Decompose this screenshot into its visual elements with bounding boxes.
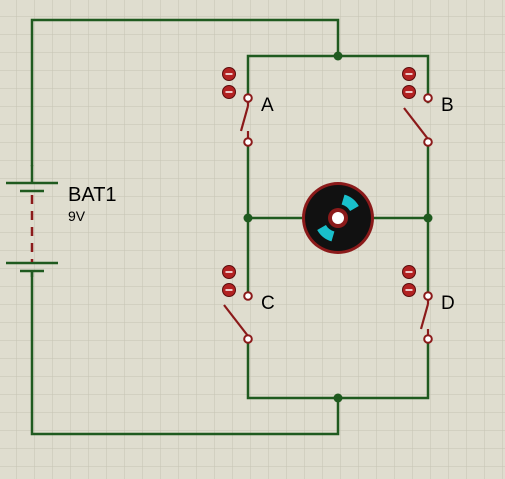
junctions [243,51,433,403]
switch-d-pin-top [423,291,433,301]
switch-c[interactable] [222,265,253,344]
switch-d-contact [419,303,430,330]
switch-a-pin-bottom [243,137,253,147]
switch-c-pin-bottom [243,334,253,344]
switch-c-label: C [261,293,275,314]
junction-bottom [333,393,343,403]
switch-d-pin-bottom [423,334,433,344]
switch-c-pin-top [243,291,253,301]
dc-motor-icon[interactable] [302,182,374,254]
wire-top-battery [30,18,340,167]
battery-symbol [6,165,58,277]
motor-arc-bottom-icon [317,225,335,242]
battery-value-label: 9V [68,208,86,224]
switch-d-label: D [441,293,455,314]
switch-b-pin-top [423,93,433,103]
motor-arc-top-icon [341,194,359,211]
junction-left [243,213,253,223]
wire-bottom-battery [30,270,340,436]
motor-shaft-icon [332,212,344,224]
switch-b-pin-bottom [423,137,433,147]
junction-right [423,213,433,223]
switch-b[interactable] [402,67,433,147]
junction-top [333,51,343,61]
switch-a-contact [239,105,250,132]
switch-a-label: A [261,95,274,116]
switch-a-pin-top [243,93,253,103]
battery-ref-label: BAT1 [68,184,117,206]
switch-b-contact [403,107,429,140]
switch-b-label: B [441,95,454,116]
switch-d[interactable] [402,265,433,344]
switch-c-contact [223,304,249,337]
switch-a[interactable] [222,67,253,147]
